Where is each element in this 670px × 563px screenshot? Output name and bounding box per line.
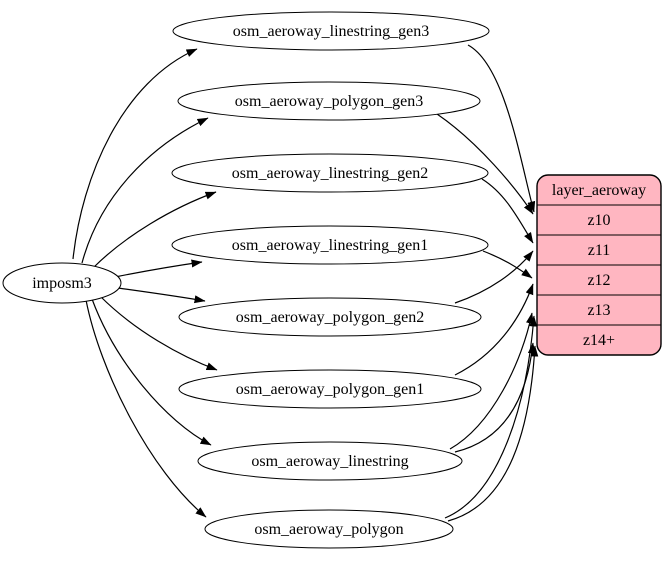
edges-tables-to-layer: [436, 44, 539, 522]
edge-linestring-to-z13: [449, 312, 534, 450]
imposm3-ellipse: [2, 262, 122, 304]
table-label: osm_aeroway_polygon_gen1: [236, 381, 424, 398]
table-label: osm_aeroway_polygon_gen3: [235, 93, 423, 110]
table-label: osm_aeroway_linestring_gen1: [232, 237, 428, 254]
edge-linestring-gen1-to-z12: [482, 250, 533, 279]
table-ellipse: [171, 225, 489, 265]
edge-polygon-gen1-to-z12: [454, 283, 534, 376]
layer-row-z10: z10: [587, 212, 610, 229]
layer-row-z14: z14+: [583, 332, 615, 349]
node-osm-aeroway-linestring-gen2: osm_aeroway_linestring_gen2: [171, 153, 489, 193]
node-osm-aeroway-polygon-gen2: osm_aeroway_polygon_gen2: [178, 297, 482, 337]
table-ellipse: [178, 297, 482, 337]
edges-imposm3-to-tables: [72, 48, 218, 518]
node-osm-aeroway-polygon-gen3: osm_aeroway_polygon_gen3: [177, 81, 481, 121]
edge-polygon-to-z13: [444, 315, 538, 519]
table-label: osm_aeroway_linestring_gen3: [233, 23, 429, 40]
layer-row-z11: z11: [588, 242, 611, 259]
edge-imposm3-to-polygon: [85, 299, 207, 518]
edge-imposm3-to-linestring: [91, 298, 212, 446]
node-osm-aeroway-linestring: osm_aeroway_linestring: [197, 441, 463, 481]
edge-linestring-to-z14: [454, 342, 536, 453]
edge-imposm3-to-polygon-gen2: [117, 287, 206, 304]
edge-linestring-gen2-to-z11: [481, 178, 534, 244]
node-osm-aeroway-polygon-gen1: osm_aeroway_polygon_gen1: [178, 369, 482, 409]
edge-imposm3-to-linestring-gen3: [72, 48, 198, 260]
table-ellipse: [171, 153, 489, 193]
edge-polygon-gen3-to-z10: [436, 113, 534, 215]
table-label: osm_aeroway_polygon_gen2: [236, 309, 424, 326]
table-ellipse: [177, 81, 481, 121]
layer-header-label: layer_aeroway: [552, 182, 646, 199]
layer-row-z12: z12: [587, 272, 610, 289]
imposm3-label: imposm3: [32, 275, 92, 292]
edge-linestring-gen3-to-z10: [467, 44, 536, 213]
table-ellipse: [172, 11, 490, 51]
edge-imposm3-to-linestring-gen1: [114, 259, 203, 278]
edge-imposm3-to-polygon-gen1: [99, 295, 218, 371]
table-label: osm_aeroway_polygon: [254, 521, 403, 538]
layer-row-z13: z13: [587, 302, 610, 319]
edge-imposm3-to-linestring-gen2: [92, 191, 217, 269]
node-osm-aeroway-linestring-gen3: osm_aeroway_linestring_gen3: [172, 11, 490, 51]
table-label: osm_aeroway_linestring: [251, 453, 408, 470]
node-osm-aeroway-linestring-gen1: osm_aeroway_linestring_gen1: [171, 225, 489, 265]
table-nodes: osm_aeroway_linestring_gen3 osm_aeroway_…: [171, 11, 490, 549]
node-osm-aeroway-polygon: osm_aeroway_polygon: [204, 509, 454, 549]
node-layer-aeroway: layer_aeroway z10 z11 z12 z13 z14+: [536, 174, 662, 356]
edge-polygon-to-z14: [447, 345, 539, 522]
table-ellipse: [197, 441, 463, 481]
table-ellipse: [178, 369, 482, 409]
edge-polygon-gen2-to-z11: [454, 250, 534, 304]
table-label: osm_aeroway_linestring_gen2: [232, 165, 428, 182]
table-ellipse: [204, 509, 454, 549]
node-imposm3: imposm3: [2, 262, 122, 304]
edge-imposm3-to-polygon-gen3: [81, 117, 209, 264]
